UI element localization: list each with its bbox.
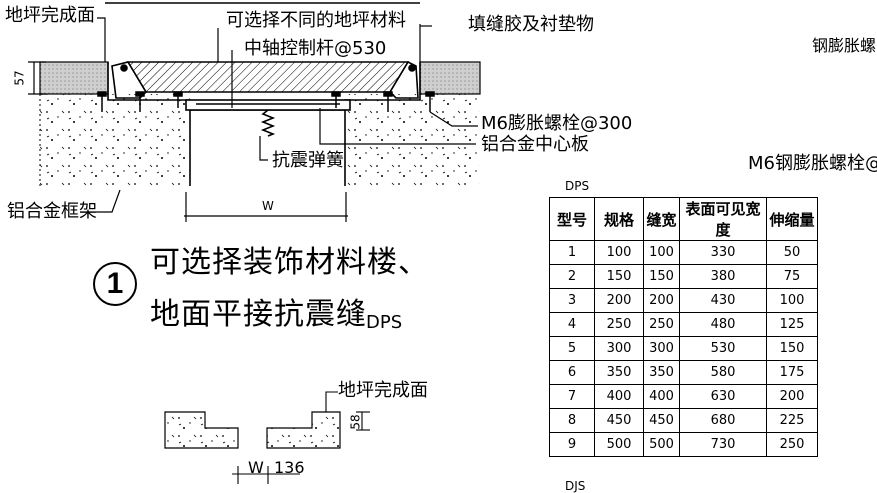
table-cell: 450	[643, 408, 680, 433]
table-cell: 6	[549, 360, 595, 385]
table-cell: 8	[549, 408, 595, 433]
dim-w2: W	[248, 458, 264, 477]
table-cell: 500	[594, 432, 644, 457]
dim-w: W	[262, 199, 274, 213]
expansion-bolt-label: M6膨胀螺栓@300	[481, 113, 633, 134]
floor-finish-label: 地坪完成面	[5, 5, 95, 26]
dim-57: 57	[12, 70, 27, 86]
spring-label: 抗震弹簧	[272, 150, 344, 171]
table-cell: 630	[679, 384, 767, 409]
header-spec: 规格	[594, 197, 644, 241]
table-cell: 300	[643, 336, 680, 361]
header-model: 型号	[549, 197, 595, 241]
table-cell: 580	[679, 360, 767, 385]
table-header-row: 型号 规格 缝宽 表面可见宽度 伸缩量	[549, 197, 818, 241]
title-line-2: 地面平接抗震缝	[150, 297, 367, 332]
table-cell: 330	[679, 240, 767, 265]
dim-136: 136	[274, 458, 305, 477]
table-cell: 7	[549, 384, 595, 409]
table-cell: 100	[643, 240, 680, 265]
title-line-1: 可选择装饰材料楼、	[150, 245, 429, 280]
table-cell: 250	[594, 312, 644, 337]
center-plate-label: 铝合金中心板	[481, 134, 589, 155]
table-cell: 2	[549, 264, 595, 289]
table-cell: 100	[766, 288, 818, 313]
table-cell: 1	[549, 240, 595, 265]
table-cell: 150	[643, 264, 680, 289]
table-cell: 680	[679, 408, 767, 433]
steel-bolt-partial-label: 钢膨胀螺	[812, 36, 877, 55]
header-movement: 伸缩量	[766, 197, 818, 241]
table-cell: 150	[594, 264, 644, 289]
bottom-partial-label: DJS	[565, 479, 586, 493]
table-cell: 430	[679, 288, 767, 313]
table-cell: 730	[679, 432, 767, 457]
table-cell: 480	[679, 312, 767, 337]
table-cell: 450	[594, 408, 644, 433]
table-cell: 400	[594, 384, 644, 409]
filler-label: 填缝胶及衬垫物	[468, 14, 594, 35]
table-cell: 300	[594, 336, 644, 361]
concrete-slab	[39, 94, 480, 186]
detail-number-badge: 1	[93, 262, 137, 306]
lower-detail	[164, 411, 341, 449]
steel-bolt-partial-label-2: M6钢膨胀螺栓@	[748, 153, 877, 174]
optional-material-label: 可选择不同的地坪材料	[226, 10, 406, 31]
floor-material-insert	[126, 61, 410, 93]
table-cell: 200	[766, 384, 818, 409]
expansion-bolts	[97, 91, 435, 112]
table-cell: 500	[643, 432, 680, 457]
table-cell: 5	[549, 336, 595, 361]
header-gap: 缝宽	[643, 197, 680, 241]
table-cell: 200	[594, 288, 644, 313]
table-cell: 350	[594, 360, 644, 385]
table-cell: 50	[766, 240, 818, 265]
table-cell: 250	[643, 312, 680, 337]
dim-58: 58	[348, 414, 363, 430]
table-cell: 200	[643, 288, 680, 313]
table-cell: 175	[766, 360, 818, 385]
table-cell: 150	[766, 336, 818, 361]
table-cell: 100	[594, 240, 644, 265]
lower-floor-finish-label: 地坪完成面	[338, 380, 428, 401]
table-cell: 9	[549, 432, 595, 457]
table-cell: 225	[766, 408, 818, 433]
table-cell: 250	[766, 432, 818, 457]
table-cell: 4	[549, 312, 595, 337]
frame-label: 铝合金框架	[7, 201, 97, 222]
table-cell: 3	[549, 288, 595, 313]
table-cell: 75	[766, 264, 818, 289]
seismic-spring	[260, 109, 276, 137]
table-cell: 350	[643, 360, 680, 385]
table-cell: 380	[679, 264, 767, 289]
table-cell: 400	[643, 384, 680, 409]
table-cell: 530	[679, 336, 767, 361]
center-rod-label: 中轴控制杆@530	[244, 38, 387, 59]
title-code: DPS	[366, 312, 403, 333]
table-cell: 125	[766, 312, 818, 337]
table-caption: DPS	[565, 179, 590, 193]
header-visible-width: 表面可见宽度	[679, 197, 767, 241]
